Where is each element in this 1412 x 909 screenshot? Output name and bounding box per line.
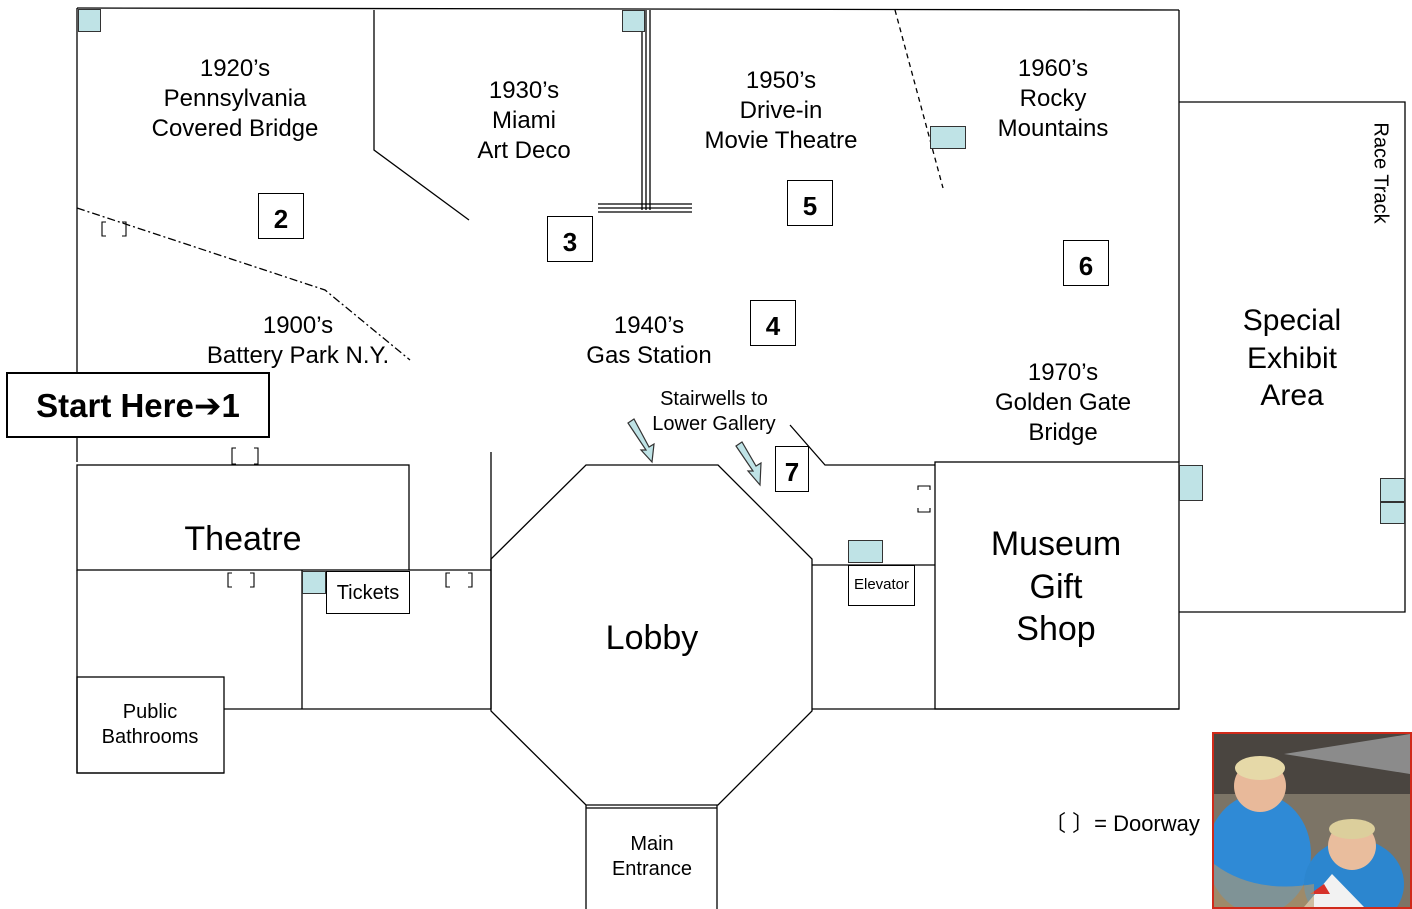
photo-image (1214, 734, 1410, 907)
station-5: 5 (787, 180, 833, 226)
station-4: 4 (750, 300, 796, 346)
marker-square (1179, 465, 1203, 501)
photo-kids (1212, 732, 1412, 909)
wall (76, 7, 1180, 11)
station-3: 3 (547, 216, 593, 262)
stair-arrow-icon (735, 441, 762, 487)
tickets-booth (326, 571, 410, 614)
stair-arrow-icon (627, 418, 655, 464)
doorway-icon (445, 572, 473, 588)
station-7: 7 (775, 446, 809, 492)
lobby-label: Lobby (605, 619, 699, 657)
lobby-room (490, 464, 813, 806)
wall (1179, 101, 1406, 613)
marker-square (622, 10, 645, 32)
elevator-label: Elevator (853, 576, 910, 593)
doorway-icon (227, 572, 255, 588)
station-2: 2 (258, 193, 304, 239)
theatre-room (76, 464, 410, 571)
doorway-icon (101, 221, 127, 237)
doorway-legend: 〔 〕= Doorway (1044, 811, 1200, 836)
theatre-label: Theatre (184, 520, 302, 558)
bathrooms-room (76, 676, 225, 774)
doorway-icon (231, 447, 259, 465)
marker-square (78, 9, 101, 32)
doorway-icon (917, 485, 931, 513)
gift-shop-room (934, 461, 1180, 710)
start-here-label: Start Here➔1 (6, 372, 270, 438)
elevator-box (848, 565, 915, 606)
station-6: 6 (1063, 240, 1109, 286)
race-track-label: Race Track (1369, 122, 1392, 224)
tickets-label: Tickets (336, 582, 400, 604)
marker-square (302, 571, 326, 594)
marker-square (930, 126, 966, 149)
marker-square (1380, 502, 1405, 524)
wall (373, 10, 470, 221)
marker-square (848, 540, 883, 563)
marker-square (1380, 478, 1405, 502)
